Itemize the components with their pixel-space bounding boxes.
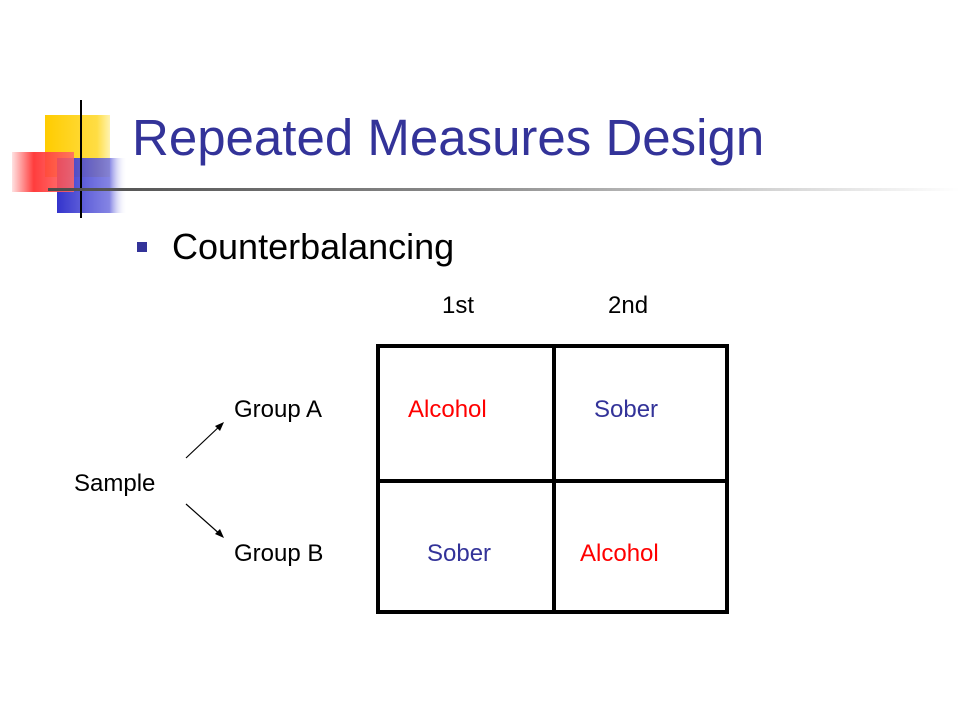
grid-divider-horizontal: [380, 479, 725, 483]
row-label-group-b: Group B: [234, 540, 324, 567]
arrow-down-icon: [185, 503, 224, 538]
design-grid: [376, 344, 729, 614]
cell-group-b-2nd: Alcohol: [580, 540, 659, 567]
bullet-text: Counterbalancing: [172, 226, 455, 267]
slide-title: Repeated Measures Design: [132, 109, 765, 166]
column-header-1st: 1st: [442, 292, 475, 319]
arrow-up-icon: [185, 422, 224, 459]
row-label-group-a: Group A: [234, 396, 323, 423]
branch-arrows: [185, 422, 224, 538]
cell-group-b-1st: Sober: [427, 540, 492, 567]
title-underline: [48, 188, 960, 191]
column-header-2nd: 2nd: [608, 292, 649, 319]
cell-group-a-1st: Alcohol: [408, 396, 487, 423]
bullet-item: Counterbalancing: [137, 222, 454, 272]
cell-group-a-2nd: Sober: [594, 396, 659, 423]
decorative-squares-logo: [12, 100, 127, 218]
square-bullet-icon: [137, 242, 147, 252]
sample-label: Sample: [74, 470, 156, 497]
